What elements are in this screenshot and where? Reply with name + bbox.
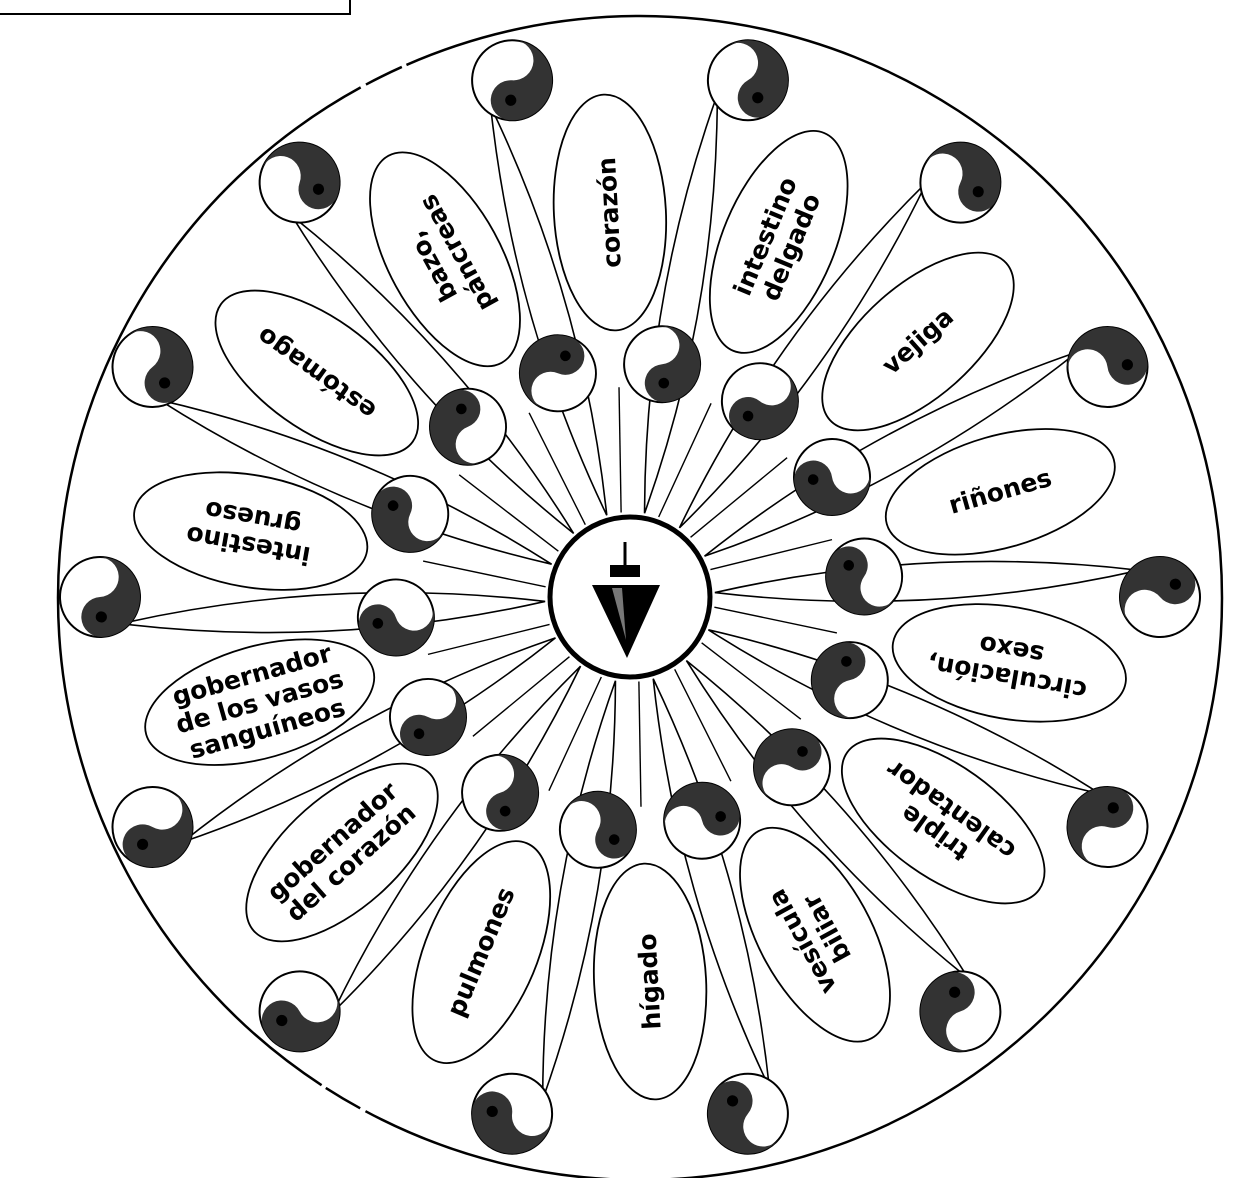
header-box-fragment (0, 0, 350, 14)
pendulum-hub (550, 517, 710, 677)
organ-label: corazón (592, 156, 627, 268)
organ-label: hígado (633, 933, 667, 1031)
